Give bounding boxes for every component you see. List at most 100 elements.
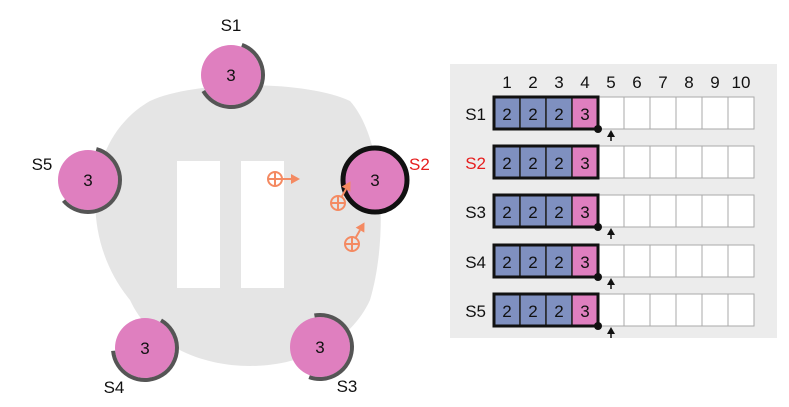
server-label: S2 [409, 155, 430, 174]
log-entry-term: 3 [580, 154, 589, 173]
server-s5[interactable]: 3 S5 [32, 147, 122, 214]
log-entry-term: 2 [554, 253, 563, 272]
log-entry-term: 2 [502, 203, 511, 222]
log-index-label: 6 [632, 73, 641, 92]
log-slot [623, 96, 651, 130]
log-slot [701, 293, 729, 327]
log-entry-term: 2 [502, 105, 511, 124]
log-slot [649, 244, 677, 278]
log-slot [597, 244, 625, 278]
log-slot [649, 145, 677, 179]
log-slot [623, 293, 651, 327]
server-node [345, 150, 405, 210]
log-entry-term: 2 [554, 105, 563, 124]
election-timer-arc [111, 318, 179, 382]
log-slot [597, 145, 625, 179]
log-slot [597, 96, 625, 130]
log-entry-term: 2 [528, 154, 537, 173]
server-node [58, 150, 118, 210]
server-term: 3 [370, 171, 379, 190]
log-index-label: 5 [606, 73, 615, 92]
server-node [290, 317, 350, 377]
log-entry-term: 2 [528, 203, 537, 222]
log-index-label: 9 [710, 73, 719, 92]
log-entry-term: 2 [528, 105, 537, 124]
circle-plus-arrow-icon [344, 222, 365, 252]
server-label: S5 [32, 155, 53, 174]
server-s1[interactable]: 3 S1 [201, 16, 265, 109]
log-entries-outline [492, 144, 600, 180]
log-index-label: 7 [658, 73, 667, 92]
log-entry-term: 2 [502, 302, 511, 321]
log-entry [545, 194, 573, 228]
log-slot [675, 145, 703, 179]
log-slot [727, 145, 755, 179]
log-slot [701, 244, 729, 278]
log-entry-term: 3 [580, 105, 589, 124]
log-slot [597, 293, 625, 327]
server-label: S4 [104, 378, 125, 397]
log-entry-term: 2 [528, 302, 537, 321]
circle-plus-arrow-icon [267, 171, 300, 187]
log-slot [623, 244, 651, 278]
log-row-label: S4 [465, 253, 486, 272]
log-slot [727, 194, 755, 228]
server-s2[interactable]: 3 S2 [340, 145, 430, 215]
log-entry-term: 2 [528, 253, 537, 272]
log-slot [649, 194, 677, 228]
log-slot [675, 293, 703, 327]
log-slot [727, 244, 755, 278]
log-index-label: 4 [580, 73, 589, 92]
log-slot [623, 145, 651, 179]
server-s3[interactable]: 3S3 [290, 313, 357, 396]
pause-bar-left [177, 161, 220, 288]
up-arrow-icon [607, 327, 615, 334]
log-row-label: S1 [465, 105, 486, 124]
server-term: 3 [83, 171, 92, 190]
log-slot [701, 145, 729, 179]
log-index-label: 2 [528, 73, 537, 92]
server-label: S1 [221, 16, 242, 35]
log-entry-term: 3 [580, 302, 589, 321]
up-arrow-icon [607, 278, 615, 285]
dot-icon [594, 223, 602, 231]
cluster-background [95, 85, 381, 366]
log-slot [623, 194, 651, 228]
server-node [201, 45, 261, 105]
log-index-label: 1 [502, 73, 511, 92]
log-entry-term: 3 [580, 203, 589, 222]
log-slot [675, 244, 703, 278]
circle-plus-arrow-icon [330, 181, 351, 211]
dot-icon [594, 125, 602, 133]
log-entry-term: 2 [554, 302, 563, 321]
log-entries-outline [492, 193, 600, 229]
log-entry-term: 2 [502, 253, 511, 272]
leader-ring [340, 145, 410, 215]
log-entries-outline [492, 95, 600, 131]
log-slot [727, 96, 755, 130]
dot-icon [594, 322, 602, 330]
log-row-label: S5 [465, 302, 486, 321]
election-timer-arc [308, 313, 354, 381]
server-s4[interactable]: 3S4 [104, 318, 179, 397]
log-index-label: 8 [684, 73, 693, 92]
messages-layer [267, 171, 365, 252]
log-slot [675, 194, 703, 228]
pause-bar-right [241, 161, 284, 288]
log-slot [701, 194, 729, 228]
log-slot [675, 96, 703, 130]
log-entry-term: 2 [554, 154, 563, 173]
log-slot [727, 293, 755, 327]
up-arrow-icon [607, 228, 615, 235]
log-slot [649, 96, 677, 130]
server-term: 3 [226, 66, 235, 85]
log-slot [701, 96, 729, 130]
